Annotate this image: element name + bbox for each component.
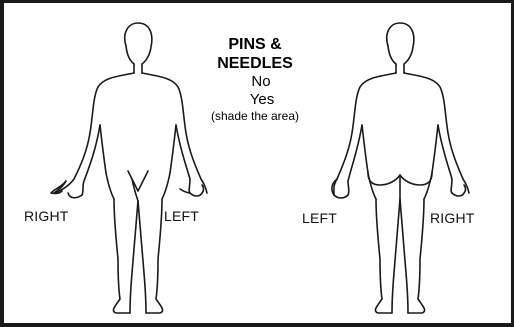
legend-title-line2: NEEDLES: [186, 54, 324, 73]
back-label-right: RIGHT: [430, 210, 475, 226]
front-label-left: LEFT: [164, 208, 199, 224]
front-body-outline[interactable]: [51, 23, 207, 313]
option-yes[interactable]: Yes: [200, 91, 324, 109]
shade-instruction: (shade the area): [186, 109, 324, 123]
back-body-outline[interactable]: [332, 23, 469, 313]
front-label-right: RIGHT: [24, 208, 69, 224]
pins-needles-legend: PINS & NEEDLES No Yes (shade the area): [186, 35, 324, 123]
option-no[interactable]: No: [198, 73, 324, 91]
legend-title-line1: PINS &: [186, 35, 324, 54]
back-label-left: LEFT: [302, 210, 337, 226]
